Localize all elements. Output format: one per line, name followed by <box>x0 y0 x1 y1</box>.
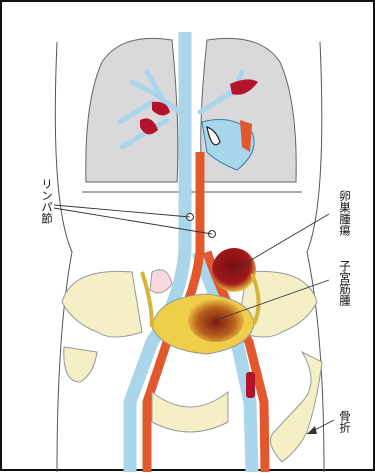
fallopian-left <box>142 272 152 327</box>
uterine-fibroid-label: 子宮筋腫 <box>338 260 351 306</box>
fracture-label: 骨折 <box>338 410 351 433</box>
leader-ovarian <box>234 214 329 270</box>
pelvis-left <box>62 271 142 337</box>
femur-right <box>270 352 322 462</box>
leg-vein-clot <box>246 372 255 398</box>
sacrum <box>152 392 228 432</box>
ovary-left <box>150 270 172 293</box>
lung-right <box>201 38 296 182</box>
ovarian-tumor-label: 卵巣腫瘍 <box>338 190 351 236</box>
femur-left <box>64 347 97 382</box>
lymph-node-label: リンパ節 <box>40 178 53 224</box>
body-outline <box>55 42 72 472</box>
